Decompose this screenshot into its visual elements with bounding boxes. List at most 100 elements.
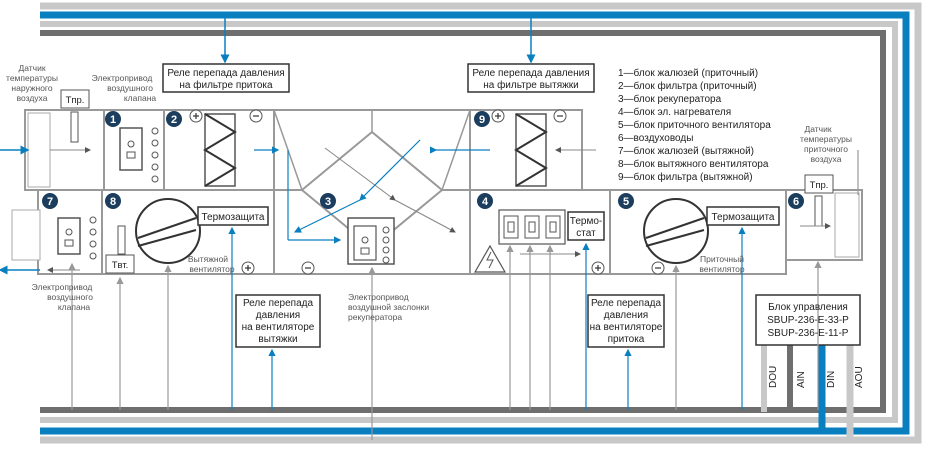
recuperator-damper-actuator: [347, 217, 395, 265]
svg-text:Блок управления: Блок управления: [768, 302, 848, 313]
svg-text:на фильтре притока: на фильтре притока: [179, 79, 273, 91]
supply-temp-tag: Tпр.: [66, 95, 85, 106]
exhaust-filter-relay-label: Реле перепада давления на фильтре вытяжк…: [472, 68, 589, 91]
signal-labels: DOU AIN DIN AOU: [768, 366, 865, 388]
exhaust-damper-actuator: [57, 216, 97, 260]
exhaust-fan-icon: [135, 198, 201, 264]
svg-text:DOU: DOU: [768, 366, 779, 388]
svg-text:SBUP-236-E-33-P: SBUP-236-E-33-P: [767, 315, 849, 326]
electric-heater: [473, 209, 566, 273]
svg-text:воздуха: воздуха: [811, 154, 842, 164]
svg-text:6—воздуховоды: 6—воздуховоды: [618, 133, 693, 144]
svg-text:2: 2: [171, 114, 177, 126]
svg-text:Электропривод: Электропривод: [348, 292, 409, 302]
supply-filter-relay-label: Реле перепада давления на фильтре приток…: [167, 68, 284, 91]
thermostat-label: Термо- стат: [570, 216, 602, 239]
cable-bus: [40, 2, 922, 444]
signal-wires: [68, 15, 859, 440]
svg-text:Реле перепада: Реле перепада: [591, 298, 662, 309]
svg-text:7—блок жалюзей (вытяжной): 7—блок жалюзей (вытяжной): [618, 145, 754, 157]
sensor-probes: [60, 89, 834, 274]
badge-9: [474, 111, 490, 127]
svg-text:Термо-: Термо-: [570, 216, 602, 227]
svg-text:рекуператора: рекуператора: [348, 312, 402, 322]
exhaust-fan-label: Вытяжной вентилятор: [188, 254, 235, 274]
svg-text:5—блок приточного вентилятора: 5—блок приточного вентилятора: [618, 119, 771, 131]
svg-text:9—блок фильтра (вытяжной): 9—блок фильтра (вытяжной): [618, 171, 753, 183]
svg-text:3—блок рекуператора: 3—блок рекуператора: [618, 93, 722, 105]
svg-text:SBUP-236-E-11-P: SBUP-236-E-11-P: [768, 328, 849, 339]
svg-text:вентилятор: вентилятор: [699, 264, 745, 274]
badge-4: [477, 193, 493, 209]
svg-text:AOU: AOU: [854, 366, 865, 388]
svg-text:клапана: клапана: [58, 302, 91, 312]
svg-text:Реле перепада: Реле перепада: [243, 298, 314, 309]
legend: 1—блок жалюзей (приточный) 2—блок фильтр…: [618, 67, 771, 183]
svg-text:Датчик: Датчик: [18, 63, 45, 73]
svg-text:Вытяжной: Вытяжной: [188, 254, 228, 264]
svg-text:на вентиляторе: на вентиляторе: [242, 322, 315, 333]
svg-text:давления: давления: [604, 310, 648, 321]
svg-text:воздушной заслонки: воздушной заслонки: [348, 302, 429, 312]
supply-damper-drive-label: Электропривод воздушного клапана: [92, 73, 157, 103]
control-unit-label: Блок управления SBUP-236-E-33-P SBUP-236…: [767, 302, 849, 339]
supply-fan-relay-label: Реле перепада давления на вентиляторе пр…: [590, 298, 663, 345]
svg-text:Электропривод: Электропривод: [92, 73, 153, 83]
exhaust-thermo-protection: Термозащита: [202, 212, 265, 223]
badge-5: [618, 193, 634, 209]
badge-2: [166, 111, 182, 127]
supply-damper-actuator: [119, 127, 159, 183]
svg-text:8—блок вытяжного вентилятора: 8—блок вытяжного вентилятора: [618, 158, 769, 170]
recuperator: [273, 109, 471, 250]
svg-text:вытяжки: вытяжки: [258, 334, 297, 345]
svg-text:температуры: температуры: [800, 134, 852, 144]
svg-text:7: 7: [47, 196, 53, 208]
svg-text:Приточный: Приточный: [700, 254, 744, 264]
label-boxes: [162, 63, 861, 348]
exhaust-temp-tag: Tвт.: [112, 260, 129, 271]
svg-text:притока: притока: [608, 334, 645, 345]
supply-thermo-protection: Термозащита: [712, 212, 775, 223]
badge-3: [320, 193, 336, 209]
svg-text:Реле перепада давления: Реле перепада давления: [167, 68, 284, 79]
svg-text:1: 1: [110, 114, 116, 126]
svg-text:наружного: наружного: [11, 83, 52, 93]
exhaust-fan-relay-label: Реле перепада давления на вентиляторе вы…: [242, 298, 315, 345]
svg-text:4: 4: [482, 196, 489, 208]
svg-text:8: 8: [110, 196, 116, 208]
supply-fan-label: Приточный вентилятор: [699, 254, 745, 274]
svg-text:3: 3: [325, 196, 331, 208]
badge-8: [105, 193, 121, 209]
supply-air-sensor-label: Датчик температуры приточного воздуха: [800, 124, 852, 164]
svg-text:1—блок жалюзей (приточный): 1—блок жалюзей (приточный): [618, 67, 758, 79]
svg-text:Электропривод: Электропривод: [32, 282, 93, 292]
svg-text:воздуха: воздуха: [17, 93, 48, 103]
svg-text:6: 6: [793, 196, 799, 208]
svg-text:воздушного: воздушного: [47, 292, 93, 302]
svg-text:Датчик: Датчик: [804, 124, 831, 134]
exhaust-filter: [514, 113, 548, 187]
svg-text:на вентиляторе: на вентиляторе: [590, 322, 663, 333]
svg-text:4—блок эл. нагревателя: 4—блок эл. нагревателя: [618, 106, 731, 118]
svg-text:приточного: приточного: [804, 144, 848, 154]
svg-text:5: 5: [623, 196, 629, 208]
supply-temp-sensor-label: Датчик температуры наружного воздуха: [6, 63, 58, 103]
svg-text:температуры: температуры: [6, 73, 58, 83]
svg-text:воздушного: воздушного: [107, 83, 153, 93]
svg-text:2—блок фильтра (приточный): 2—блок фильтра (приточный): [618, 80, 757, 92]
badge-7: [42, 193, 58, 209]
block-badges: 1 2 3 4 5 6 7 8 9: [42, 111, 804, 209]
badge-6: [788, 193, 804, 209]
svg-text:AIN: AIN: [796, 371, 807, 388]
svg-text:клапана: клапана: [124, 93, 157, 103]
supply-filter: [203, 113, 237, 187]
svg-text:9: 9: [479, 114, 485, 126]
supply-fan-icon: [643, 198, 709, 264]
supply-air-tag: Tпр.: [810, 180, 829, 191]
svg-text:на фильтре вытяжки: на фильтре вытяжки: [483, 79, 579, 91]
svg-text:вентилятор: вентилятор: [189, 264, 235, 274]
exhaust-damper-drive-label: Электропривод воздушного клапана: [32, 282, 94, 312]
port-signs: [193, 113, 661, 271]
